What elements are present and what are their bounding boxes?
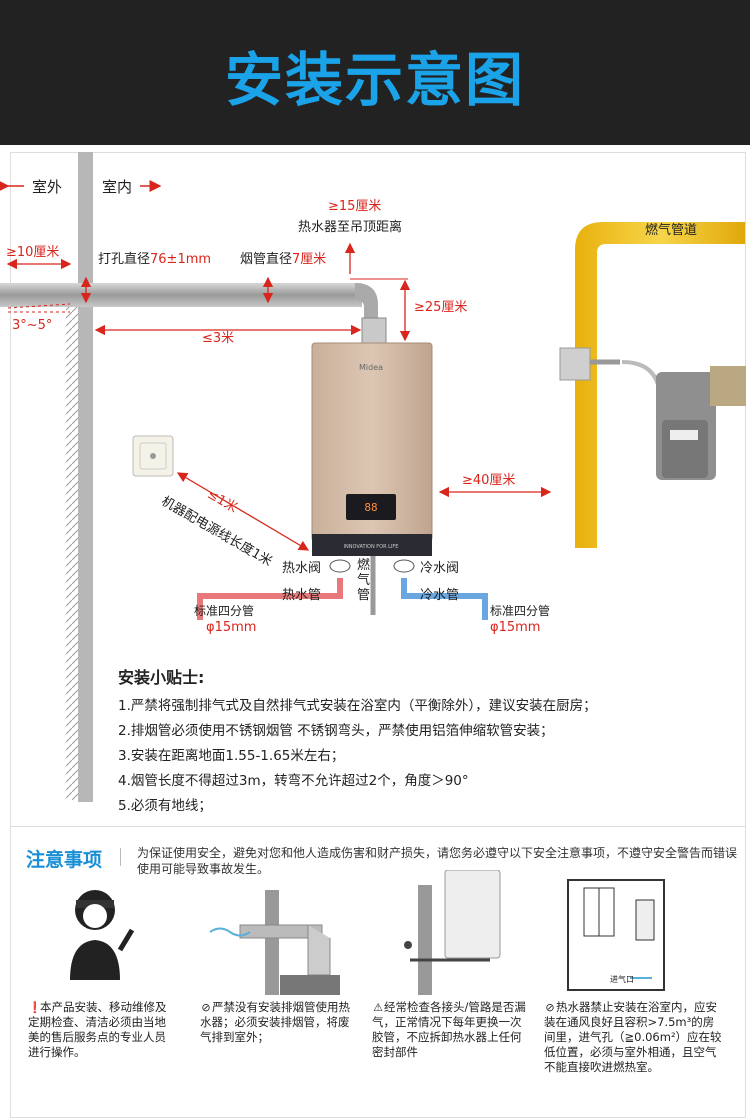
horizontal-max-label: ≤3米 xyxy=(202,331,235,346)
tip-item: 1.严禁将强制排气式及自然排气式安装在浴室内（平衡除外），建议安装在厨房； xyxy=(118,698,597,714)
installation-diagram: 88 Midea INNOVATION FOR LIFE xyxy=(0,152,746,802)
water-heater: 88 Midea INNOVATION FOR LIFE xyxy=(311,342,433,556)
hole-diameter-label: 打孔直径 xyxy=(98,252,151,267)
cold-valve-label: 冷水阀 xyxy=(420,561,460,576)
std-pipe-right-label: 标准四分管 xyxy=(490,604,551,618)
wall-outside-label: ≥10厘米 xyxy=(6,245,60,260)
hot-valve-icon xyxy=(329,559,351,573)
tip-item: 3.安装在距离地面1.55-1.65米左右； xyxy=(118,748,345,764)
gas-pipe-label: 燃气管道 xyxy=(645,223,698,238)
tip-item: 4.烟管长度不得超过3m，转弯不允许超过2个，角度＞90° xyxy=(118,773,469,789)
tip-item: 2.排烟管必须使用不锈钢烟管 不锈钢弯头，严禁使用铝箔伸缩软管安装； xyxy=(118,723,554,739)
notice-caption-1: ❗本产品安装、移动维修及定期检查、清洁必须由当地美的售后服务点的专业人员进行操作… xyxy=(28,1000,167,1059)
notice-caption-2: ⊘严禁没有安装排烟管使用热水器；必须安装排烟管，将废气排到室外； xyxy=(200,1000,350,1044)
heater-slogan: INNOVATION FOR LIFE xyxy=(344,544,399,550)
technician-icon xyxy=(70,890,135,980)
notice-panel xyxy=(10,826,746,1118)
hot-water-pipe xyxy=(197,578,343,620)
hot-valve-label: 热水阀 xyxy=(282,561,322,576)
room-ventilation-icon xyxy=(567,879,665,991)
flue-diameter-value: 7厘米 xyxy=(292,252,327,267)
notice-caption-3: ⚠经常检查各接头/管路是否漏气，正常情况下每年更换一次胶管，不应拆卸热水器上任何… xyxy=(372,1000,526,1059)
flue-pipe xyxy=(0,283,387,344)
power-socket xyxy=(132,435,174,477)
elbow-height-label: ≥25厘米 xyxy=(414,300,468,315)
tips-title: 安装小贴士: xyxy=(118,668,205,687)
header-banner xyxy=(0,0,750,145)
tip-item: 5.必须有地线； xyxy=(118,798,212,814)
std-pipe-right-size: φ15mm xyxy=(490,620,541,635)
installation-tips: 安装小贴士: 1.严禁将强制排气式及自然排气式安装在浴室内（平衡除外），建议安装… xyxy=(118,664,718,819)
hot-pipe-label: 热水管 xyxy=(282,588,322,603)
outdoor-label: 室外 xyxy=(32,178,63,196)
inlet-label: 进气口 xyxy=(610,975,634,984)
cold-pipe-label: 冷水管 xyxy=(420,588,460,603)
heater-display: 88 xyxy=(364,501,377,514)
notice-text: 为保证使用安全，避免对您和他人造成伤害和财产损失，请您务必遵守以下安全注意事项，… xyxy=(137,846,738,876)
flue-illustration-icon xyxy=(209,890,340,995)
page-title: 安装示意图 xyxy=(224,46,525,114)
notice-title: 注意事项 xyxy=(26,849,103,871)
notice-illustrations xyxy=(70,870,665,995)
warning-icon: ❗ xyxy=(28,1001,42,1014)
flue-diameter-label: 烟管直径 xyxy=(240,252,293,267)
prohibited-icon: ⊘ xyxy=(201,1001,211,1014)
caution-icon: ⚠ xyxy=(373,1001,383,1014)
heater-brand: Midea xyxy=(359,363,383,372)
top-clearance-desc: 热水器至吊顶距离 xyxy=(298,220,403,235)
gas-pipe-vertical-label: 燃气管 xyxy=(357,558,371,603)
cold-water-pipe xyxy=(401,578,488,620)
side-clearance-label: ≥40厘米 xyxy=(462,473,516,488)
indoor-label: 室内 xyxy=(102,178,133,196)
slope-angle-label: 3°~5° xyxy=(12,318,53,333)
hole-diameter-value: 76±1mm xyxy=(150,252,212,267)
cold-valve-icon xyxy=(393,559,415,573)
leak-check-icon xyxy=(404,870,501,995)
prohibited-icon: ⊘ xyxy=(545,1001,555,1014)
notice-caption-4: ⊘热水器禁止安装在浴室内，应安装在通风良好且容积>7.5m³的房间里，进气孔（≧… xyxy=(544,1000,722,1074)
wall xyxy=(66,152,93,802)
gas-pipeline xyxy=(559,222,746,548)
std-pipe-left-label: 标准四分管 xyxy=(194,604,255,618)
top-clearance-label: ≥15厘米 xyxy=(328,199,382,214)
notice-divider xyxy=(120,848,121,866)
std-pipe-left-size: φ15mm xyxy=(206,620,257,635)
cord-dim xyxy=(176,472,310,551)
